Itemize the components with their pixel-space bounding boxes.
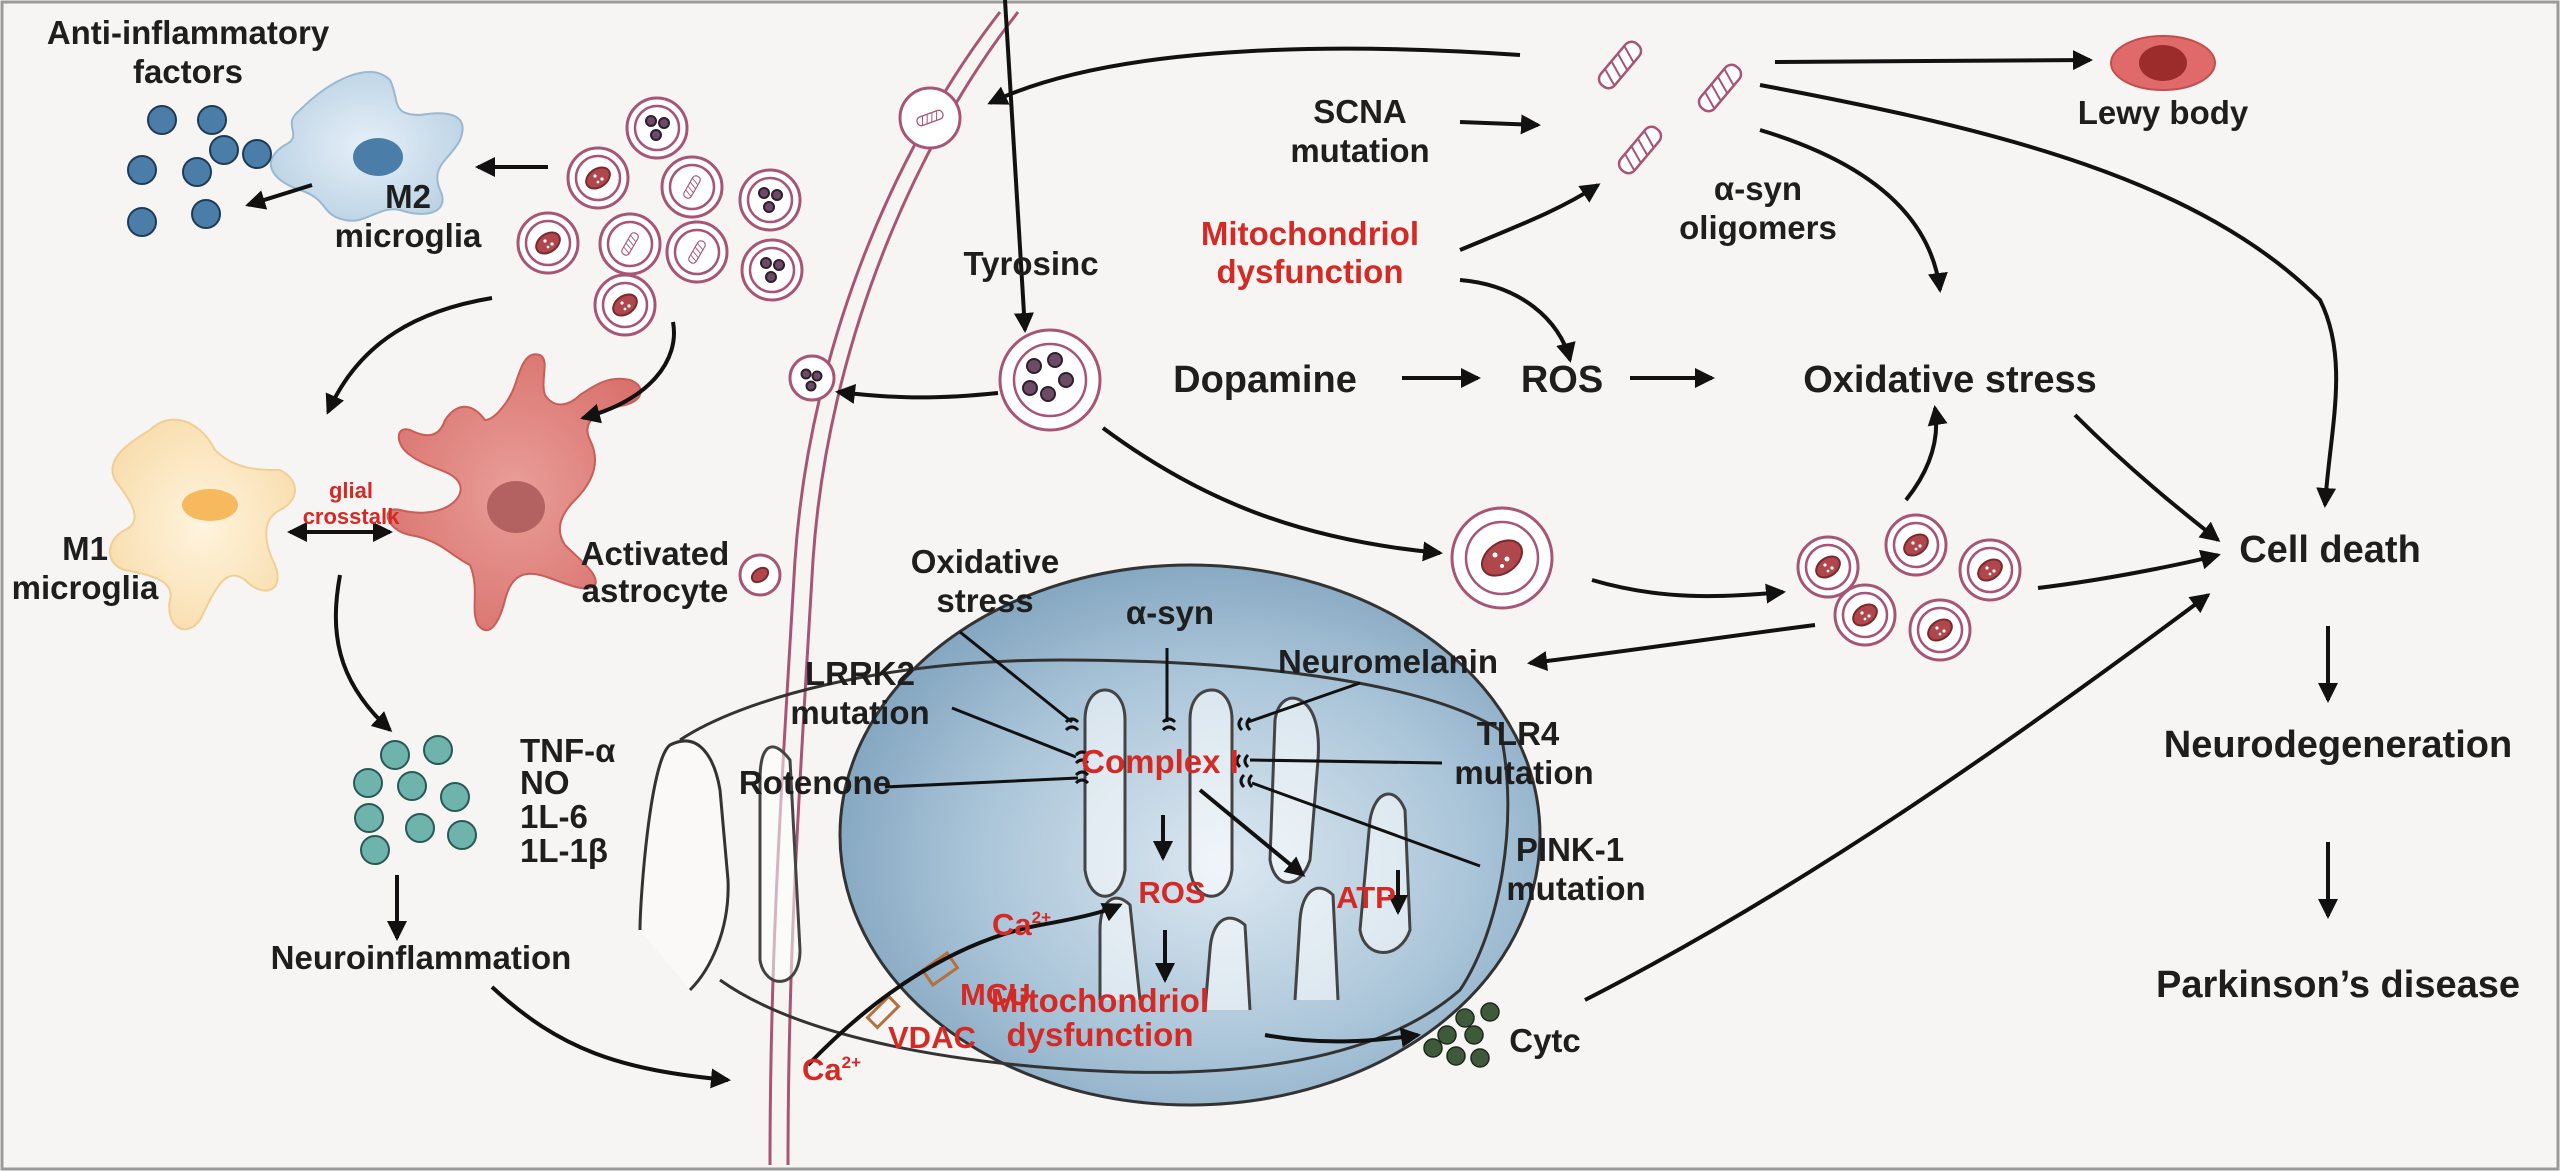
arrow-mitodys-to-oligomers (1459, 183, 1601, 252)
tlr4-label-1: TLR4 (1477, 715, 1560, 752)
line-neuromelanin-input (1247, 681, 1361, 724)
arrows (245, 0, 2339, 1089)
cell-death-label: Cell death (2239, 529, 2421, 571)
arrow-vesicles-to-m1 (325, 296, 493, 415)
arrow-tyrosine-to-vesicle (1003, 0, 1034, 333)
atp-label: ATP (1336, 880, 1396, 915)
arrow-m2-to-factors (245, 183, 313, 210)
asyn-oligomers-label-1: α-syn (1714, 170, 1802, 207)
m1-microglia-cell (109, 418, 296, 631)
mito-dys-inner-2: dysfunction (1007, 1016, 1194, 1053)
mito-dys-inner-1: Mitochondriol (991, 982, 1209, 1019)
m2-label-2: microglia (335, 217, 482, 254)
arrow-oxstress-to-celldeath (2073, 413, 2221, 542)
line-rotenone-input (884, 776, 1079, 789)
mcu-label: MCU (960, 977, 1031, 1012)
labels: Anti-inflammatory factors M2 microglia M… (12, 14, 2520, 1087)
arrow-cluster-to-oxstress (1904, 405, 1948, 502)
mito-asyn-label: α-syn (1126, 594, 1214, 631)
ros-label: ROS (1521, 359, 1603, 401)
mito-ros-label: ROS (1138, 875, 1205, 910)
m1-label-2: microglia (12, 569, 159, 606)
rotenone-label: Rotenone (739, 764, 891, 801)
pink1-label-1: PINK-1 (1516, 831, 1624, 868)
arrow-to-neuromelanin (1527, 623, 1816, 672)
neuromelanin-vesicle (1450, 506, 1554, 610)
cytokine-no: NO (520, 764, 570, 801)
activated-astrocyte-cell (386, 353, 642, 632)
complex-i-sites (1064, 716, 1254, 789)
oxidative-stress-label: Oxidative stress (1803, 359, 2097, 401)
arrow-neuroinflammation-to-mito (490, 985, 731, 1089)
lrrk2-label-2: mutation (790, 694, 929, 731)
mito-oxidative-stress-2: stress (936, 582, 1033, 619)
arrow-vesicle-to-neuromelanin (1101, 426, 1443, 562)
anti-inflammatory-factors (127, 105, 272, 237)
glial-crosstalk-2: crosstalk (303, 504, 400, 529)
line-lrrk2-input (951, 706, 1077, 759)
neuromelanin-label: Neuromelanin (1278, 643, 1498, 680)
arrow-oligomers-to-membrane (987, 46, 1521, 105)
mcu-channel (920, 950, 960, 988)
cytokine-il1b: 1L-1β (520, 832, 608, 869)
anti-inflammatory-label-1: Anti-inflammatory (47, 14, 330, 51)
m2-label-1: M2 (385, 178, 431, 215)
mito-dysfunction-label-2: dysfunction (1217, 253, 1404, 290)
arrow-oligomers-to-celldeath (1759, 83, 2339, 508)
mito-oxidative-stress-1: Oxidative (911, 543, 1060, 580)
dopamine-vesicle (998, 328, 1102, 432)
line-oxstress-input (959, 630, 1073, 724)
arrow-cluster-to-celldeath (2037, 549, 2221, 590)
arrow-calcium-influx (806, 903, 1123, 1067)
pro-inflammatory-cytokines (353, 735, 477, 865)
arrow-scna-to-oligomers (1459, 114, 1541, 135)
scna-label-2: mutation (1290, 132, 1429, 169)
cytokine-tnf: TNF-α (520, 732, 615, 769)
lewy-body-label: Lewy body (2078, 94, 2249, 131)
astrocyte-label-1: Activated (581, 535, 730, 572)
m1-label-1: M1 (62, 530, 108, 567)
complex-i-label: Complex I (1081, 743, 1239, 780)
line-tlr4-input (1249, 758, 1443, 765)
tyrosine-label: Tyrosinc (963, 245, 1098, 282)
arrow-neuromelanin-to-cluster (1591, 578, 1786, 604)
cytokine-il6: 1L-6 (520, 798, 588, 835)
tlr4-label-2: mutation (1454, 754, 1593, 791)
parkinsons-label: Parkinson’s disease (2156, 964, 2520, 1006)
neurodegeneration-label: Neurodegeneration (2164, 724, 2512, 766)
arrow-vesicles-to-astrocyte (580, 321, 676, 424)
vdac-channel (865, 994, 901, 1030)
arrow-oligomers-to-lewy (1774, 50, 2093, 71)
vdac-label: VDAC (888, 1020, 976, 1055)
lrrk2-label-1: LRRK2 (805, 655, 915, 692)
astrocyte-label-2: astrocyte (582, 572, 729, 609)
mitochondrion (638, 563, 1542, 1107)
scna-label-1: SCNA (1313, 93, 1407, 130)
pink1-label-2: mutation (1506, 870, 1645, 907)
neuroinflammation-label: Neuroinflammation (271, 939, 572, 976)
arrow-oligomers-to-oxstress (1759, 128, 1948, 293)
arrow-cytc-to-celldeath (1584, 593, 2211, 1002)
glial-crosstalk-1: glial (329, 478, 373, 503)
dopamine-label: Dopamine (1173, 359, 1357, 401)
arrow-vesicle-to-membrane (835, 384, 999, 404)
asyn-oligomers-label-2: oligomers (1679, 209, 1837, 246)
cytochrome-c-cluster (1423, 1002, 1500, 1068)
ca-bottom-label: Ca2+ (802, 1052, 861, 1087)
m2-microglia-cell (269, 70, 464, 222)
line-pink1-input (1251, 781, 1481, 868)
anti-inflammatory-label-2: factors (133, 53, 243, 90)
cytc-label: Cytc (1509, 1022, 1581, 1059)
arrow-to-cytokines (333, 574, 393, 733)
arrow-mitodys-to-cytc (1264, 1027, 1421, 1048)
lewy-body (2110, 35, 2216, 91)
arrow-complexi-to-atp (1198, 788, 1306, 877)
ca-top-label: Ca2+ (992, 907, 1051, 942)
mito-dysfunction-label-1: Mitochondriol (1201, 215, 1419, 252)
arrow-mitodys-to-ros (1459, 278, 1576, 363)
